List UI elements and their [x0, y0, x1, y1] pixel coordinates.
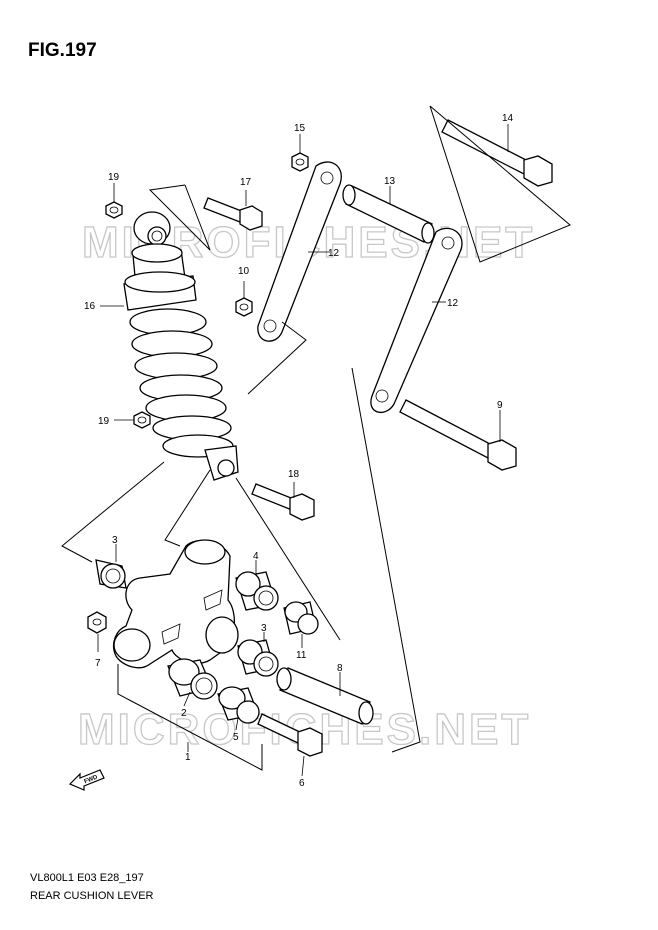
assembly-lines — [61, 105, 571, 771]
cushion-lever[interactable] — [112, 539, 239, 669]
bearing-4[interactable] — [235, 571, 279, 611]
callout-11: 11 — [296, 650, 307, 661]
nut-19-bottom[interactable] — [133, 411, 151, 429]
callout-12-left: 12 — [328, 248, 340, 259]
nut-15[interactable] — [291, 152, 309, 172]
callout-18: 18 — [288, 469, 300, 480]
callout-8: 8 — [337, 663, 343, 674]
figure-title: FIG.197 — [28, 40, 97, 61]
callout-9: 9 — [497, 400, 503, 411]
nut-19-top[interactable] — [105, 201, 123, 219]
callout-4: 4 — [253, 551, 259, 562]
callout-16: 16 — [84, 301, 96, 312]
callout-2: 2 — [181, 708, 187, 719]
spacer-11[interactable] — [283, 601, 319, 635]
nut-10[interactable] — [235, 297, 253, 317]
callout-3-lower: 3 — [261, 623, 267, 634]
bolt-6[interactable] — [257, 713, 323, 757]
callout-15: 15 — [294, 123, 306, 134]
callout-10: 10 — [238, 266, 250, 277]
callout-12-right: 12 — [447, 298, 459, 309]
bearing-2[interactable] — [167, 658, 218, 700]
bearing-3-upper[interactable] — [95, 559, 127, 589]
rod-12-right[interactable] — [370, 227, 463, 414]
callout-19-top: 19 — [108, 172, 120, 183]
bearing-3-lower[interactable] — [237, 639, 279, 677]
fwd-arrow-icon: FWD — [68, 769, 105, 791]
bolt-14[interactable] — [441, 119, 553, 187]
fwd-label: FWD — [84, 774, 100, 785]
bolt-17[interactable] — [203, 197, 263, 231]
bolt-18[interactable] — [251, 483, 315, 521]
nut-7[interactable] — [87, 611, 107, 634]
callout-numbers: 1 2 3 3 4 5 6 7 8 9 10 11 12 12 13 14 15… — [84, 113, 514, 789]
model-code: VL800L1 E03 E28_197 — [30, 872, 144, 884]
rod-12-left[interactable] — [257, 161, 342, 342]
rear-shock-absorber[interactable] — [123, 211, 239, 481]
callout-13: 13 — [384, 176, 396, 187]
spacer-13[interactable] — [342, 184, 435, 244]
callout-14: 14 — [502, 113, 514, 124]
bolt-9[interactable] — [399, 399, 517, 471]
callout-3-upper: 3 — [112, 535, 118, 546]
callout-7: 7 — [95, 658, 101, 669]
spacer-8[interactable] — [276, 667, 374, 725]
spacer-5[interactable] — [217, 686, 260, 724]
callout-5: 5 — [233, 732, 239, 743]
diagram-name: REAR CUSHION LEVER — [30, 890, 154, 902]
callout-19-bottom: 19 — [98, 416, 110, 427]
callout-6: 6 — [299, 778, 305, 789]
leader-lines — [97, 124, 509, 777]
callout-1: 1 — [185, 752, 191, 763]
callout-17: 17 — [240, 177, 252, 188]
